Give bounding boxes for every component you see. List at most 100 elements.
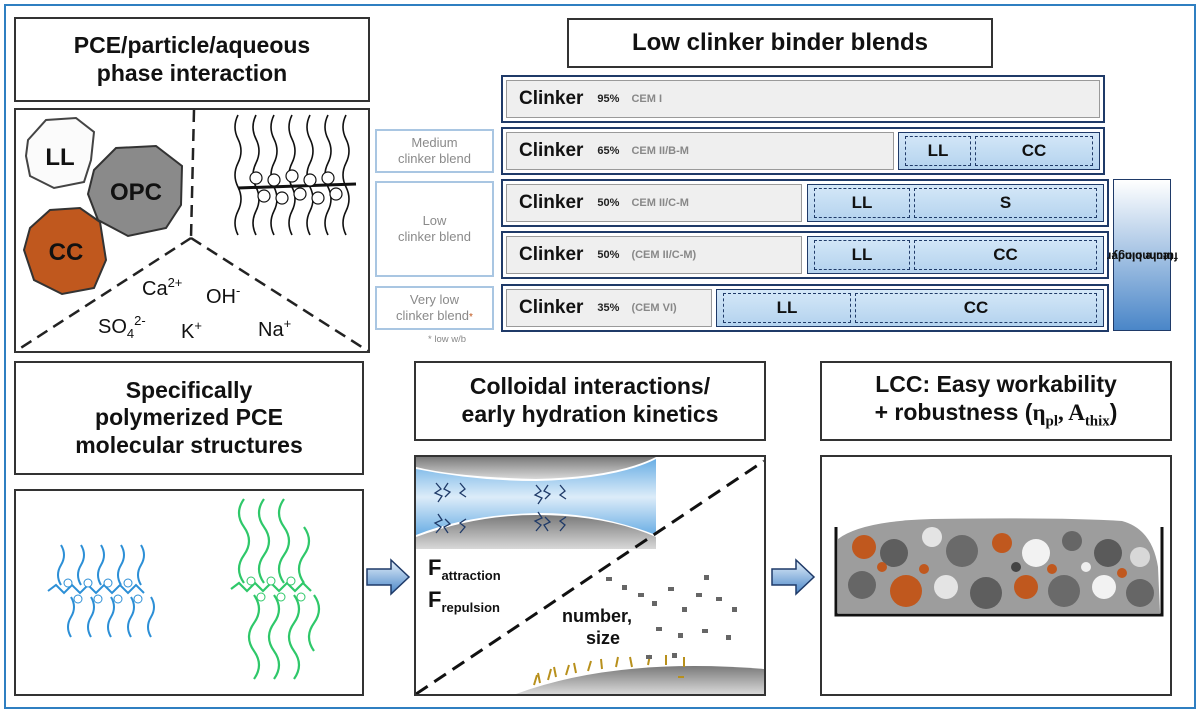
arrow-right-icon <box>366 558 411 596</box>
polymer-structures-title: Specifically polymerized PCE molecular s… <box>14 361 364 475</box>
clinker-label: Clinker <box>519 244 584 265</box>
container-vessel <box>834 527 1164 617</box>
additive-cc: CC <box>914 240 1097 270</box>
cem-type: CEM II/C-M <box>631 197 689 209</box>
binder-row-cem-ii-b-m: Clinker 65% CEM II/B-M LL CC <box>501 127 1105 175</box>
low-label-line2: clinker blend <box>398 229 471 244</box>
clinker-box: Clinker 50% CEM II/C-M <box>506 184 802 222</box>
additive-ll: LL <box>814 240 910 270</box>
lcc-title-line2: + robustness (ηpl, Athix) <box>875 399 1118 432</box>
cem-type: (CEM II/C-M) <box>631 249 697 261</box>
cc-particle <box>22 206 108 296</box>
cc-label: CC <box>49 239 84 266</box>
opc-particle <box>86 144 184 238</box>
lcc-title-line1: LCC: Easy workability <box>875 370 1117 397</box>
pce-title-line1: PCE/particle/aqueous <box>73 31 311 58</box>
medium-label-line1: Medium <box>411 134 458 150</box>
long-chain-pce <box>230 498 321 680</box>
ion-sulfate: SO42- <box>98 313 146 341</box>
lcc-close: ) <box>1109 398 1118 425</box>
ion-hydroxide: OH- <box>206 283 240 308</box>
clinker-box: Clinker 35% (CEM VI) <box>506 289 712 327</box>
binder-blends-title: Low clinker binder blends <box>567 18 993 68</box>
additive-box: LL CC <box>807 236 1104 274</box>
pce-structure-panel <box>14 489 364 696</box>
divider-left <box>16 236 192 351</box>
polymer-title-line3: molecular structures <box>75 431 303 458</box>
adsorbed-polymers <box>433 482 567 534</box>
additive-ll: LL <box>905 136 971 166</box>
very-low-label-line2: clinker blend <box>396 307 470 323</box>
binder-row-cem-ii-c-m-s: Clinker 50% CEM II/C-M LL S <box>501 179 1109 227</box>
cem-type: CEM I <box>631 93 663 105</box>
cem-type: (CEM VI) <box>631 302 677 314</box>
additive-box: LL CC <box>898 132 1100 170</box>
colloid-title-line1: Colloidal interactions/ <box>469 373 711 400</box>
asterisk-mark: * <box>469 311 473 323</box>
colloidal-drawing: Fattraction Frepulsion number, size <box>416 457 764 694</box>
lcc-a-sub: thix <box>1084 413 1110 430</box>
binder-row-cem-vi: Clinker 35% (CEM VI) LL CC <box>501 284 1109 332</box>
clinker-percent: 50% <box>597 197 620 209</box>
divider-right <box>190 236 368 351</box>
footnote-low-wb: * low w/b <box>428 334 467 345</box>
hydrate-particles <box>606 575 737 659</box>
lcc-robustness: + robustness ( <box>874 398 1033 425</box>
concrete-container-drawing <box>834 518 1164 617</box>
lcc-panel <box>820 455 1172 696</box>
ion-potassium: K+ <box>181 318 202 343</box>
additive-box: LL S <box>807 184 1104 222</box>
force-repulsion: Frepulsion <box>428 587 500 615</box>
binder-row-cem-i: Clinker 95% CEM I <box>501 75 1105 123</box>
particle-surface-hydration <box>516 666 764 694</box>
particle-surface-top <box>416 457 656 479</box>
divider-vertical <box>189 110 196 239</box>
clinker-label: Clinker <box>519 192 584 213</box>
outer-frame <box>4 4 1196 709</box>
ion-sodium: Na+ <box>258 316 291 341</box>
clinker-percent: 50% <box>597 249 620 261</box>
ion-calcium: Ca2+ <box>142 275 182 300</box>
long-chain-charges <box>246 576 306 602</box>
binder-row-cem-ii-c-m-cc: Clinker 50% (CEM II/C-M) LL CC <box>501 231 1109 279</box>
colloidal-interactions-title: Colloidal interactions/ early hydration … <box>414 361 766 441</box>
aqueous-gap <box>416 459 656 535</box>
lcc-eta: η <box>1032 399 1046 425</box>
opc-label: OPC <box>110 179 162 206</box>
size-label: size <box>586 628 620 648</box>
very-low-label-line1: Very low <box>409 291 460 307</box>
polymer-backbone <box>237 182 357 190</box>
additive-ll: LL <box>723 293 851 323</box>
colloid-title-line2: early hydration kinetics <box>461 401 719 427</box>
clinker-box: Clinker 50% (CEM II/C-M) <box>506 236 802 274</box>
number-label: number, <box>562 606 632 626</box>
clinker-box: Clinker 65% CEM II/B-M <box>506 132 894 170</box>
particle-interaction-panel: LL OPC CC Ca2+ OH- SO42- K+ Na+ <box>14 108 370 353</box>
short-chain-pce <box>47 544 155 638</box>
hydrate-crystals <box>533 654 685 686</box>
charge-markers <box>249 169 343 205</box>
clinker-percent: 95% <box>597 93 620 105</box>
particle-surface-bottom <box>416 515 656 549</box>
force-attraction: Fattraction <box>428 555 501 583</box>
clinker-box: Clinker 95% CEM I <box>506 80 1100 118</box>
lcc-eta-sub: pl <box>1045 413 1058 430</box>
binder-title-text: Low clinker binder blends <box>631 28 929 56</box>
colloidal-panel: Fattraction Frepulsion number, size <box>414 455 766 696</box>
cem-type: CEM II/B-M <box>631 145 689 157</box>
clinker-label: Clinker <box>519 88 584 109</box>
low-label-line1: Low <box>422 212 447 228</box>
clinker-percent: 65% <box>597 145 620 157</box>
future-line2: technology <box>1111 249 1173 262</box>
ll-label: LL <box>45 144 74 171</box>
aggregate-particles <box>848 527 1154 609</box>
polymer-title-line1: Specifically <box>125 376 253 403</box>
particle-diagram: LL OPC CC Ca2+ OH- SO42- K+ Na+ <box>16 110 368 351</box>
additive-cc: CC <box>855 293 1097 323</box>
clinker-percent: 35% <box>597 302 620 314</box>
